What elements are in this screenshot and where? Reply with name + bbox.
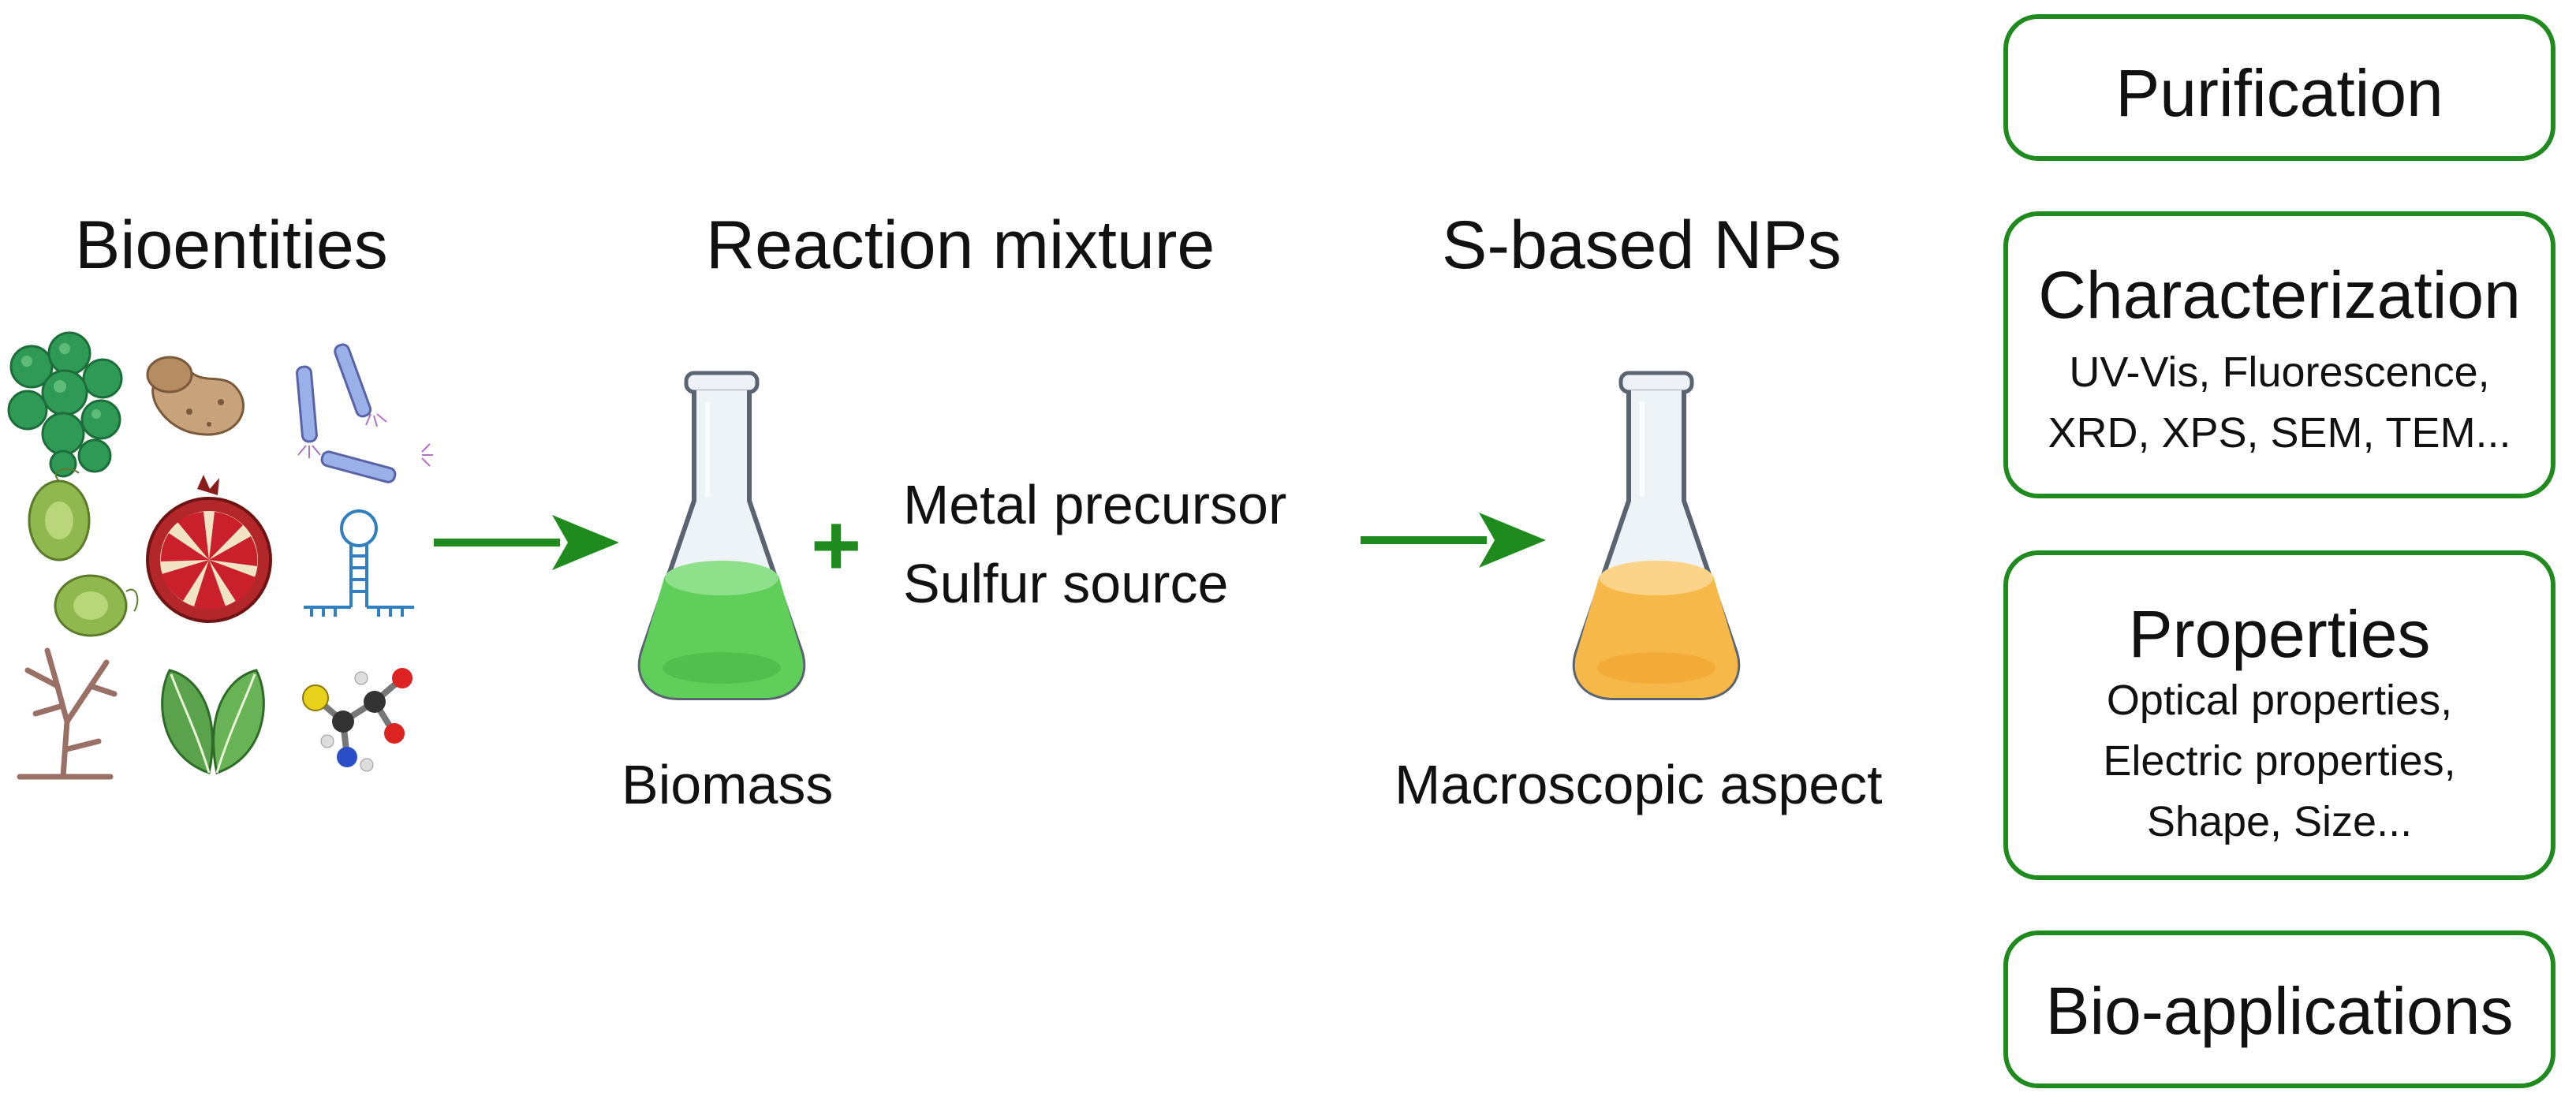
s-based-nps-heading: S-based NPs (1442, 207, 1842, 283)
plus-sign: + (811, 497, 862, 594)
properties-box: Properties Optical properties, Electric … (2003, 550, 2555, 880)
biomass-caption: Biomass (622, 754, 834, 815)
purification-box: Purification (2003, 14, 2555, 161)
arrow-right-icon (1361, 513, 1546, 568)
erlenmeyer-flask-icon (637, 371, 806, 700)
purification-title: Purification (2115, 56, 2443, 130)
potato-icon (146, 356, 245, 436)
cysteine-molecule-icon (302, 668, 413, 772)
reagent-sulfur-source: Sulfur source (903, 553, 1229, 614)
plant-root-icon (17, 647, 118, 780)
properties-title: Properties (2128, 597, 2431, 671)
properties-line-2: Electric properties, (2103, 737, 2456, 785)
bioentities-heading: Bioentities (75, 207, 388, 283)
characterization-title: Characterization (2038, 258, 2521, 332)
bacteriophage-icon (296, 343, 433, 483)
leaves-icon (161, 669, 265, 774)
properties-line-1: Optical properties, (2106, 677, 2453, 725)
pomegranate-icon (146, 475, 272, 623)
green-algae-cell-icon (28, 468, 139, 637)
bio-applications-box: Bio-applications (2003, 931, 2555, 1088)
arrow-right-icon (434, 515, 619, 570)
macroscopic-aspect-caption: Macroscopic aspect (1394, 754, 1883, 815)
characterization-line-2: XRD, XPS, SEM, TEM... (2048, 409, 2511, 457)
characterization-box: Characterization UV-Vis, Fluorescence, X… (2003, 211, 2555, 498)
bio-applications-title: Bio-applications (2045, 974, 2514, 1048)
properties-line-3: Shape, Size... (2146, 797, 2413, 845)
aptamer-hairpin-icon (304, 509, 414, 617)
reaction-mixture-heading: Reaction mixture (706, 207, 1215, 283)
reagent-metal-precursor: Metal precursor (903, 474, 1287, 535)
erlenmeyer-flask-icon (1572, 371, 1741, 700)
microalgae-cluster-icon (7, 331, 123, 478)
characterization-line-1: UV-Vis, Fluorescence, (2069, 349, 2490, 397)
